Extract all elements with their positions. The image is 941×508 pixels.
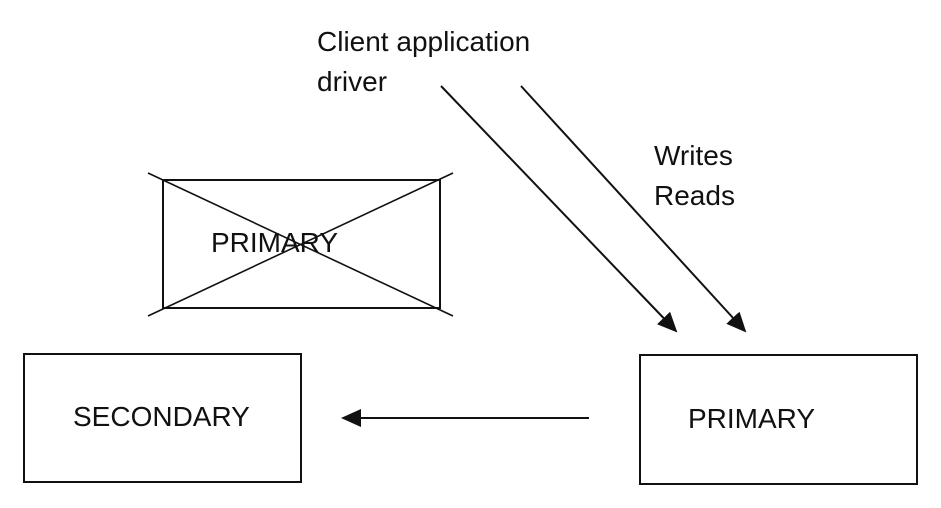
new-primary-label: PRIMARY: [688, 403, 816, 434]
new-primary-box: [639, 354, 918, 485]
secondary-label: SECONDARY: [73, 401, 250, 432]
failed-primary-cross-line-2: [147, 172, 454, 317]
client-label-line-2: driver: [317, 66, 388, 97]
operations-label-reads: Reads: [654, 180, 735, 211]
secondary-box: [23, 353, 302, 483]
failed-primary-box: [162, 179, 441, 309]
failed-primary-label: PRIMARY: [211, 227, 339, 258]
client-label-line-1: Client application: [317, 26, 531, 57]
client-write-arrow: [440, 85, 678, 333]
operations-label-writes: Writes: [654, 140, 733, 171]
client-read-arrow: [520, 85, 747, 333]
